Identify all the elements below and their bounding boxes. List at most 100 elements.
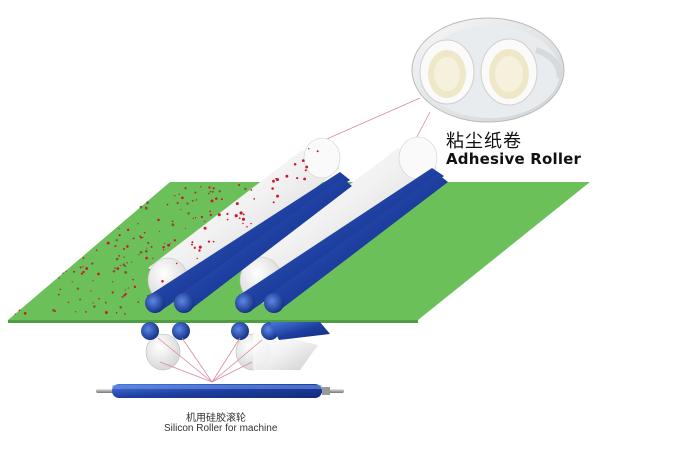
dust-particle [200, 186, 202, 188]
dust-particle [204, 220, 206, 223]
collected-dust-particle [161, 280, 164, 283]
dust-particle [126, 261, 128, 264]
dust-particle [62, 272, 64, 275]
dust-particle [114, 267, 116, 270]
dust-particle [186, 202, 189, 205]
collected-dust-particle [276, 178, 279, 182]
dust-particle [143, 231, 146, 234]
dust-particle [92, 280, 94, 282]
dust-particle [118, 254, 121, 257]
dust-particle [220, 198, 223, 201]
dust-particle [209, 210, 211, 213]
dust-particle [132, 237, 135, 240]
dust-particle [93, 305, 96, 308]
dust-particle [104, 311, 108, 314]
dust-particle [91, 262, 94, 265]
collected-dust-particle [212, 240, 215, 243]
collected-dust-particle [303, 177, 306, 181]
dust-particle [118, 227, 120, 230]
dust-particle [194, 217, 197, 219]
dust-particle [139, 205, 143, 209]
dust-particle [180, 208, 182, 211]
dust-particle [145, 256, 148, 260]
dust-particle [115, 239, 118, 242]
collected-dust-particle [193, 246, 196, 249]
collected-dust-particle [246, 225, 248, 228]
silicon-roller-photo [96, 384, 344, 398]
dust-particle [162, 245, 165, 249]
collected-dust-particle [198, 245, 202, 249]
dust-particle [139, 235, 141, 238]
dust-particle [127, 287, 130, 289]
collected-dust-particle [253, 198, 256, 200]
dust-particle [178, 193, 180, 195]
collected-dust-particle [203, 226, 207, 230]
dust-particle [115, 311, 118, 314]
dust-particle [137, 222, 139, 225]
dust-particle [238, 183, 241, 187]
collected-dust-particle [242, 213, 245, 216]
dust-particle [124, 270, 128, 274]
dust-particle [121, 295, 124, 299]
collected-dust-particle [308, 148, 310, 150]
dust-particle [124, 265, 127, 268]
collected-dust-particle [226, 212, 229, 216]
dust-particle [111, 280, 114, 283]
dust-particle [126, 245, 129, 248]
adhesive-roller-photo [411, 17, 565, 123]
dust-particle [82, 270, 85, 274]
collected-dust-particle [241, 217, 246, 221]
dust-particle [59, 288, 61, 291]
dust-particle [139, 250, 143, 254]
dust-particle [18, 309, 21, 312]
dust-particle [187, 212, 190, 215]
collected-dust-particle [316, 150, 319, 153]
collected-dust-particle [196, 257, 198, 260]
dust-particle [208, 186, 211, 189]
dust-particle [166, 203, 169, 206]
dust-particle [169, 242, 172, 245]
collected-dust-particle [217, 213, 221, 217]
dust-particle [167, 243, 171, 247]
dust-particle [80, 272, 83, 275]
lower-silicone-rollers [141, 322, 330, 340]
dust-particle [147, 241, 150, 245]
dust-particle [157, 218, 160, 222]
dust-particle [173, 239, 176, 242]
dust-particle [192, 217, 194, 220]
collected-dust-particle [272, 201, 275, 204]
dust-particle [146, 247, 148, 249]
dust-particle [200, 215, 204, 219]
dust-particle [133, 285, 137, 289]
dust-particle [116, 267, 120, 270]
collected-dust-particle [296, 177, 299, 180]
collected-dust-particle [272, 179, 275, 183]
dust-particle [76, 287, 80, 290]
dust-particle [162, 249, 165, 251]
dust-particle [207, 192, 210, 195]
collected-dust-particle [226, 218, 229, 221]
collected-dust-particle [191, 243, 193, 246]
dust-particle [85, 311, 87, 313]
dust-particle [124, 289, 126, 291]
dust-particle [195, 199, 198, 201]
dust-particle [119, 306, 122, 309]
collected-dust-particle [239, 211, 243, 215]
dust-particle [181, 196, 184, 200]
dust-particle [104, 301, 107, 304]
dust-particle [215, 197, 218, 200]
adhesive-roller-label-en: Adhesive Roller [446, 150, 582, 168]
dust-particle [106, 241, 110, 245]
dust-particle [184, 227, 187, 229]
dust-particle [244, 187, 247, 191]
dust-particle [92, 302, 94, 304]
collected-dust-particle [207, 240, 211, 243]
dust-particle [138, 253, 140, 256]
dust-particle [209, 190, 212, 193]
adhesive-roller-label-cn: 粘尘纸卷 [446, 131, 522, 152]
dust-particle [74, 311, 77, 313]
silicon-leader-lines [157, 337, 263, 383]
dust-particle [23, 312, 27, 315]
dust-particle [98, 297, 100, 300]
collected-dust-particle [271, 187, 274, 190]
